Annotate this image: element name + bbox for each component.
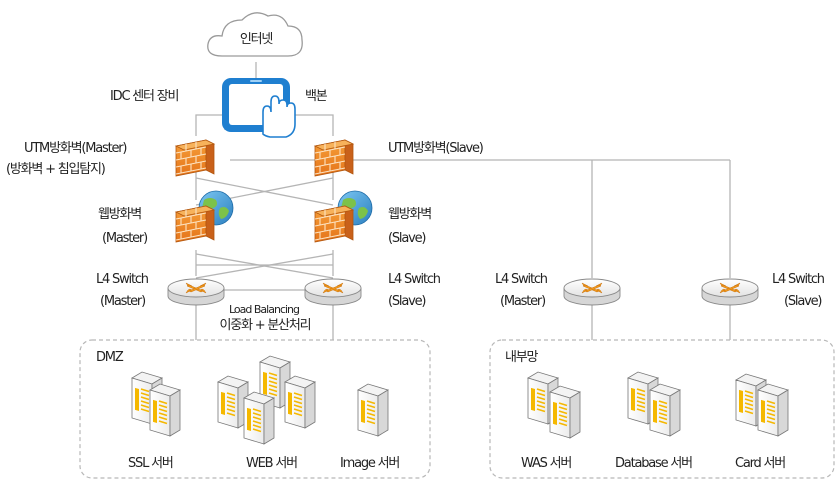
l4-int-slave-title: L4 Switch <box>772 272 825 287</box>
card-server-icon <box>735 373 789 437</box>
waf-master-title: 웹방화벽 <box>98 207 142 222</box>
dmz-title: DMZ <box>96 350 124 365</box>
l4-int-master-router-icon <box>563 278 621 306</box>
utm-master-firewall-icon <box>175 139 215 177</box>
waf-master-icon <box>176 191 233 242</box>
database-server-icon <box>627 371 681 437</box>
web-server-label: WEB 서버 <box>246 456 298 471</box>
waf-slave-icon <box>315 191 372 242</box>
waf-master-subtitle: (Master) <box>102 231 148 246</box>
utm-slave-title: UTM방화벽(Slave) <box>388 141 484 156</box>
l4-int-slave-router-icon <box>701 278 759 306</box>
dmz-zone <box>79 339 431 479</box>
ssl-server-label: SSL 서버 <box>128 456 174 471</box>
backbone-label: 백본 <box>305 89 328 104</box>
internet-cloud-icon <box>207 12 303 57</box>
was-server-icon <box>527 371 581 439</box>
image-server-label: Image 서버 <box>340 456 400 471</box>
utm-master-title: UTM방화벽(Master) <box>24 141 128 156</box>
l4-dmz-master-title: L4 Switch <box>96 272 149 287</box>
was-server-label: WAS 서버 <box>521 456 572 471</box>
idc-tablet-icon <box>222 78 296 138</box>
waf-slave-title: 웹방화벽 <box>388 207 432 222</box>
l4-dmz-slave-title: L4 Switch <box>388 272 441 287</box>
l4-int-master-subtitle: (Master) <box>500 294 546 309</box>
load-balancing-subtitle: 이중화 + 분산처리 <box>219 318 312 333</box>
l4-dmz-slave-subtitle: (Slave) <box>388 294 426 309</box>
connection-lines <box>195 62 731 340</box>
utm-slave-firewall-icon <box>314 139 354 177</box>
database-server-label: Database 서버 <box>615 456 693 471</box>
internal-title: 내부망 <box>505 350 538 365</box>
card-server-label: Card 서버 <box>735 456 786 471</box>
internal-zone <box>489 339 835 479</box>
l4-int-master-title: L4 Switch <box>495 272 548 287</box>
l4-dmz-master-subtitle: (Master) <box>100 294 146 309</box>
ssl-server-icon <box>131 371 181 437</box>
web-server-icon <box>217 355 316 445</box>
load-balancing-title: Load Balancing <box>229 303 300 316</box>
l4-int-slave-subtitle: (Slave) <box>784 294 822 309</box>
utm-master-subtitle: (방화벽 + 침입탐지) <box>6 162 106 177</box>
internet-label: 인터넷 <box>239 32 273 47</box>
image-server-icon <box>357 383 389 437</box>
waf-slave-subtitle: (Slave) <box>388 231 426 246</box>
idc-equipment-label: IDC 센터 장비 <box>110 89 179 104</box>
